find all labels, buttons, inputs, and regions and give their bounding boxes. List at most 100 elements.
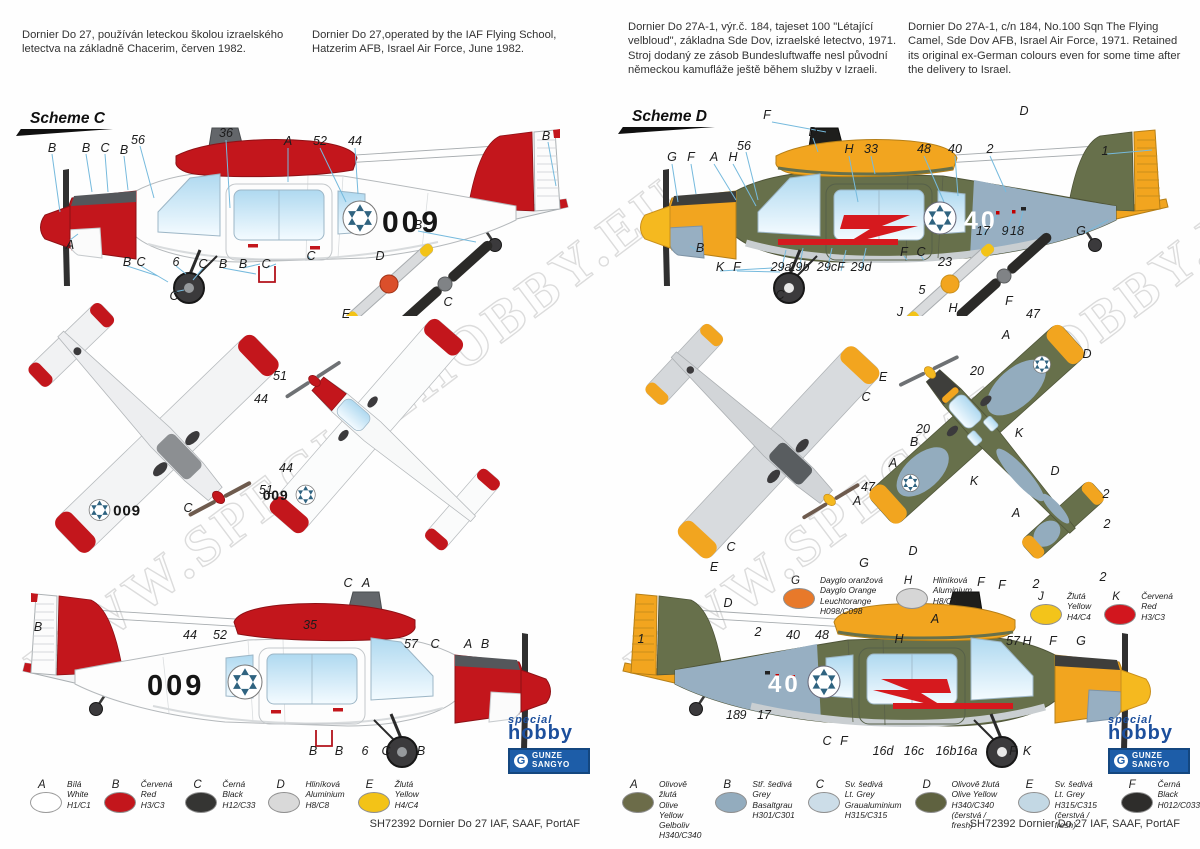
special-hobby-script: special (1108, 714, 1153, 726)
svg-text:009: 009 (113, 503, 141, 520)
paint-swatch (715, 792, 748, 813)
special-hobby-logo: special hobby (508, 714, 596, 744)
swoosh-underline (16, 129, 113, 136)
paint-code: G (791, 575, 800, 587)
paint-code: D (922, 779, 931, 791)
paint-code: D (276, 779, 285, 791)
scheme-c-side-profile-port: 009 (39, 126, 570, 316)
wing-marking: 009 (263, 484, 316, 505)
paint-code: E (1025, 779, 1034, 791)
roundel-star-of-david (342, 200, 378, 236)
airframe (641, 128, 1169, 303)
propeller-aluminium (905, 243, 995, 316)
paint-code: K (1112, 591, 1120, 603)
paint-code: E (365, 779, 374, 791)
scheme-c-side-profile-starboard: 009 (21, 590, 552, 769)
propeller-black (956, 232, 1052, 316)
brand-logos: special hobby G GUNZE SANGYO (1108, 715, 1196, 774)
paint-code: C (193, 779, 202, 791)
special-hobby-script: special (508, 714, 553, 726)
paint-swatch (1120, 792, 1153, 813)
special-hobby-logo: special hobby (1108, 714, 1196, 744)
paint-code: B (723, 779, 732, 791)
roundel-star-of-david (923, 201, 957, 235)
propeller-black (397, 240, 493, 316)
paint-swatch (268, 792, 301, 813)
leader-lines (51, 139, 557, 293)
wing-marking: 009 (88, 499, 141, 521)
paint-swatch (914, 792, 947, 813)
airframe (39, 126, 570, 305)
swoosh-underline (618, 127, 715, 134)
kit-reference-footer: SH72392 Dornier Do 27 IAF, SAAF, PortAF (369, 818, 580, 830)
scheme-title: Scheme C (16, 110, 113, 136)
paint-code: H (903, 575, 913, 587)
wing-roundel (1032, 355, 1051, 374)
paint-code: J (1038, 591, 1044, 603)
plan-view-underside (642, 321, 883, 562)
gunze-sangyo-logo: G GUNZE SANGYO (508, 748, 590, 774)
airframe-mirrored (21, 590, 552, 769)
svg-text:009: 009 (263, 487, 289, 503)
special-hobby-wordmark: hobby (1108, 722, 1173, 744)
special-hobby-wordmark: hobby (508, 722, 573, 744)
gunze-line2: SANGYO (1132, 759, 1170, 769)
plan-view-topside-camouflage (865, 321, 1107, 562)
paint-code: B (111, 779, 120, 791)
plan-view-underside: 009 (25, 300, 283, 557)
gunze-line1: GUNZE (1132, 751, 1163, 760)
roundel-star-of-david (227, 664, 263, 700)
paint-swatch (783, 588, 815, 609)
paint-swatch (357, 792, 390, 813)
tail-number: 40 (964, 207, 998, 235)
page-scheme-c: Dornier Do 27, používán leteckou školou … (14, 29, 694, 830)
scheme-title-text: Scheme C (30, 110, 105, 127)
caption-english: Dornier Do 27,operated by the IAF Flying… (312, 29, 557, 56)
paint-swatch (622, 792, 654, 813)
gunze-line2: SANGYO (532, 759, 570, 769)
leader-lines (671, 121, 1153, 273)
scheme-d-plan-views (642, 321, 1107, 562)
gunze-g-icon: G (514, 753, 528, 768)
caption-czech: Dornier Do 27A-1, výr.č. 184, tajeset 10… (628, 21, 897, 76)
gunze-line1: GUNZE (532, 751, 563, 760)
kit-reference-footer: SH72392 Dornier Do 27 IAF, SAAF, PortAF (969, 818, 1180, 830)
gunze-sangyo-logo: G GUNZE SANGYO (1108, 748, 1190, 774)
paint-code: F (1128, 779, 1136, 791)
plan-view-topside: 009 (263, 315, 503, 553)
paint-swatch (1017, 792, 1050, 813)
wing-roundel (901, 473, 920, 492)
scheme-title: Scheme D (618, 108, 715, 134)
tail-number: 40 (768, 671, 801, 698)
caption-czech: Dornier Do 27, používán leteckou školou … (22, 29, 284, 56)
roundel-star-of-david (807, 665, 841, 699)
scheme-d-side-profile-starboard: 40 (608, 580, 1183, 785)
tail-number: 009 (382, 206, 441, 239)
paint-swatch (30, 792, 62, 813)
paint-swatch (185, 792, 218, 813)
